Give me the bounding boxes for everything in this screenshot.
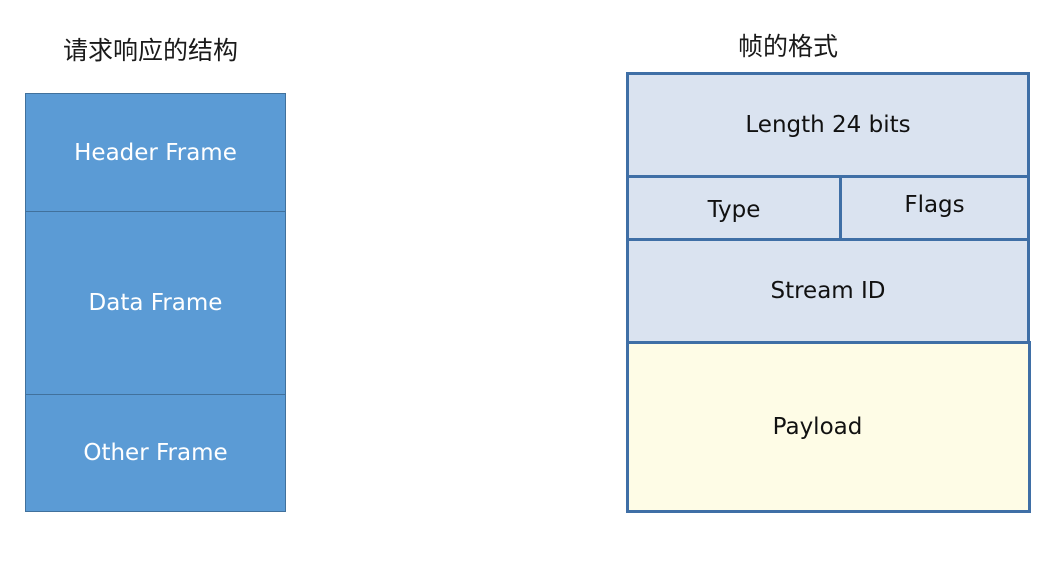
type-field-box: Type [626,175,842,241]
header-frame-box: Header Frame [25,93,286,212]
flags-field-box: Flags [839,175,1030,241]
payload-field-box: Payload [626,341,1031,513]
frame-format-title: 帧的格式 [738,32,839,61]
length-field-box: Length 24 bits [626,72,1030,178]
flags-field-label: Flags [904,192,965,218]
stream-id-field-box: Stream ID [626,238,1030,344]
data-frame-box: Data Frame [25,211,286,395]
other-frame-box: Other Frame [25,394,286,512]
other-frame-label: Other Frame [83,440,228,466]
header-frame-label: Header Frame [74,139,237,166]
length-field-label: Length 24 bits [745,112,911,138]
data-frame-label: Data Frame [88,290,223,316]
stream-id-field-label: Stream ID [770,278,886,304]
request-response-structure-title: 请求响应的结构 [63,36,239,65]
payload-field-label: Payload [772,414,863,440]
type-field-label: Type [707,197,761,223]
